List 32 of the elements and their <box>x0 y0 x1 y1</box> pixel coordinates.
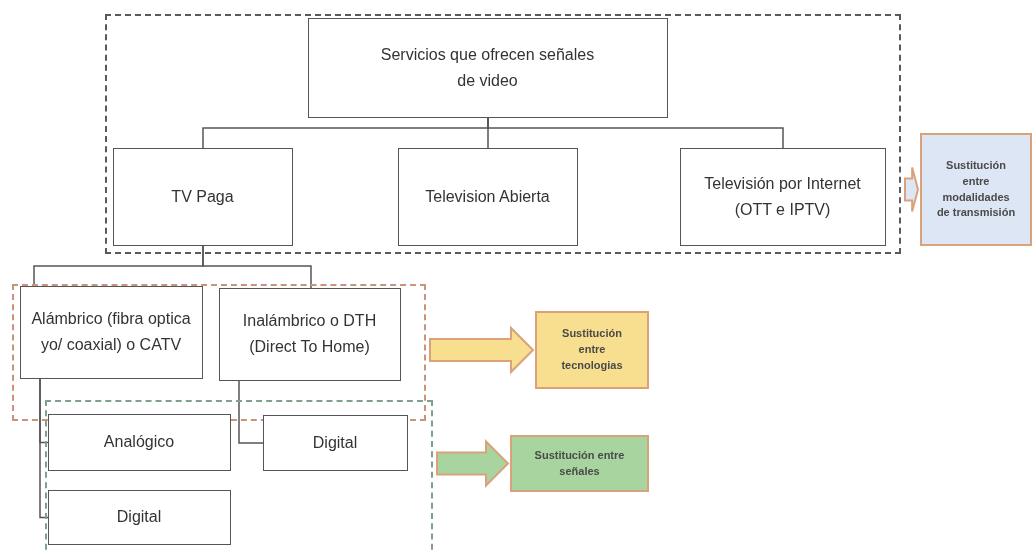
box-label: Sustitución entre tecnologias <box>560 326 624 373</box>
block-arrow <box>436 439 510 488</box>
box-label: Sustitución entre modalidades de transmisión <box>936 157 1016 221</box>
process-box <box>47 413 231 471</box>
process-box <box>397 147 578 246</box>
block-arrow <box>904 166 920 213</box>
highlight-box <box>535 311 649 389</box>
box-label: Television Abierta <box>425 186 550 207</box>
box-label: Servicios que ofrecen señales de video <box>379 44 596 91</box>
box-label: Digital <box>312 432 358 453</box>
box-label: Inalámbrico o DTH (Direct To Home) <box>241 311 378 357</box>
box-label: Alámbrico (fibra optica yo/ coaxial) o CATV <box>30 309 192 355</box>
box-label: Digital <box>116 507 162 528</box>
connector-line <box>202 245 312 289</box>
dashed-group-frame <box>12 284 426 421</box>
connector-line <box>487 117 784 149</box>
process-box <box>47 489 231 545</box>
process-box <box>218 287 401 381</box>
process-box <box>19 285 203 379</box>
dashed-group-frame <box>105 14 901 254</box>
process-box <box>307 17 668 118</box>
box-label: TV Paga <box>171 186 234 207</box>
connector-line <box>238 380 264 444</box>
highlight-box <box>920 133 1032 246</box>
box-label: Analógico <box>103 432 175 453</box>
box-label: Sustitución entre señales <box>533 447 626 479</box>
process-box <box>679 147 886 246</box>
process-box <box>112 147 293 246</box>
highlight-box <box>510 435 649 492</box>
block-arrow <box>429 325 535 375</box>
box-label: Televisión por Internet (OTT e IPTV) <box>703 173 862 220</box>
process-box <box>262 414 408 471</box>
